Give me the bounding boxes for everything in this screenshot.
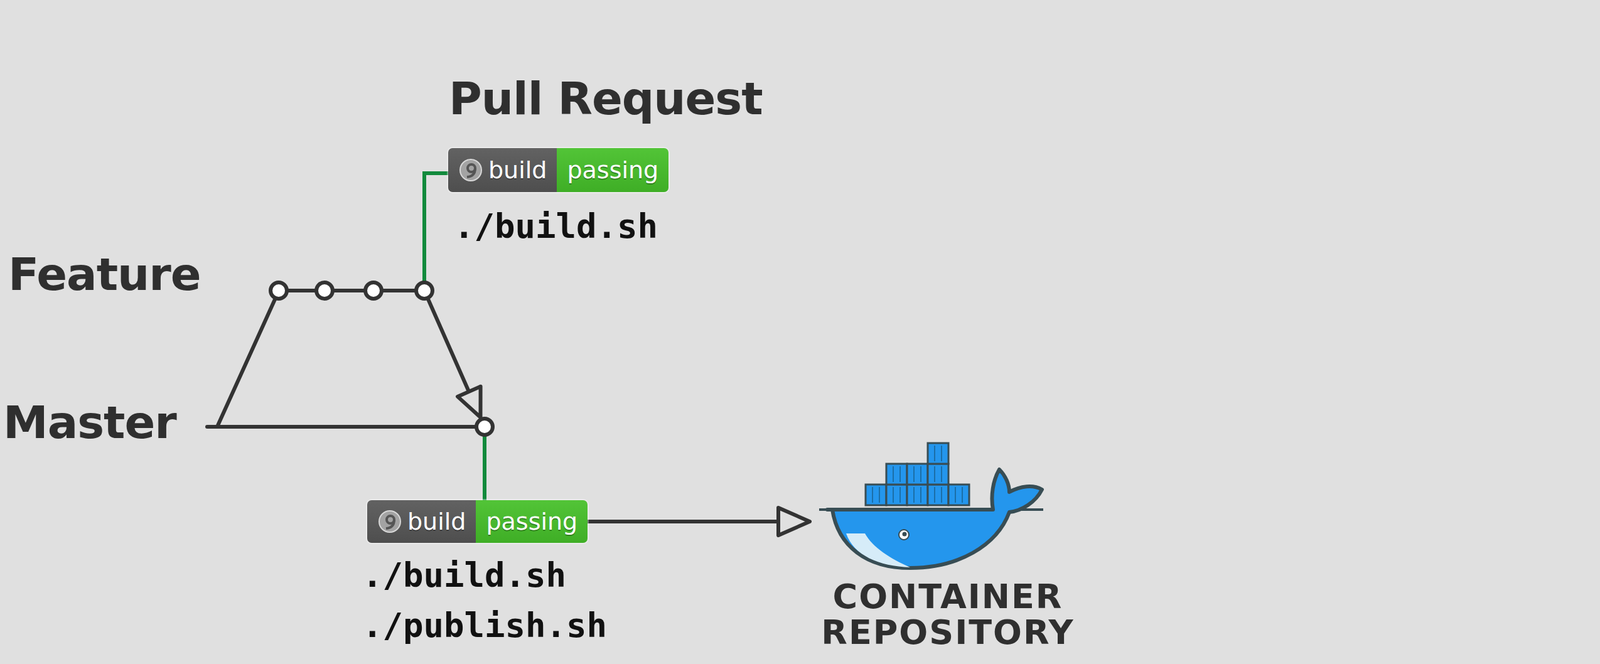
container [907,463,928,485]
commit-dot [270,282,287,299]
docker-whale [819,443,1044,569]
label-holder: ./build.sh [453,207,658,247]
badge-status: passing [566,158,659,183]
feature-branch-line [278,288,425,293]
build-badge: build passing [367,500,588,543]
merge-line [428,300,470,392]
arrow-head [778,507,810,536]
commit-dot [365,282,382,299]
badge-label-segment: build [367,500,476,543]
script-name: ./build.sh [453,206,658,247]
rib-lines [872,445,963,503]
merge-arrow-head [457,386,481,418]
ci-icon-disc [379,510,401,533]
ci-trigger-line [482,435,487,501]
branch-name: Master [3,396,177,449]
badge-label: build [407,509,466,534]
branch-name: Feature [8,247,201,301]
ci-icon-disc [460,159,482,181]
label-holder: ./build.sh [362,556,567,596]
label-holder: Feature [8,249,201,300]
commit-dot [416,282,433,299]
ci-icon-mark [386,519,395,529]
script-name: ./publish.sh [362,605,607,646]
label-holder: Pull Request [448,74,763,124]
connector-line [587,519,779,524]
container [948,484,970,506]
branch-line [217,299,275,427]
badge-status: passing [485,509,578,534]
script-name: ./build.sh [362,555,567,596]
container [927,443,949,464]
label-holder: Master [3,397,177,448]
whale-pupil [902,532,908,537]
container [927,484,949,506]
badge-label: build [488,158,547,183]
build-badge: build passing [448,148,669,193]
ci-icon-mark [467,168,476,178]
container [865,484,887,506]
badge-status-segment: passing [475,500,588,543]
container-repository: CONTAINER REPOSITORY [809,439,1086,651]
ci-icon [377,509,403,535]
container [886,484,908,506]
badge-label-segment: build [448,148,557,193]
container [907,484,928,506]
connector-arrow [587,507,810,536]
ci-icon [458,157,484,183]
container-ribs [872,445,963,503]
containers [865,443,970,506]
ci-trigger-line [424,173,449,282]
container [927,463,949,485]
whale-eye [898,529,909,540]
master-branch-line [207,424,476,429]
commit-dot [316,282,333,299]
commit-dot [476,418,493,435]
stage-heading: Pull Request [448,72,763,125]
badge-status-segment: passing [556,148,669,193]
node-title: CONTAINER REPOSITORY [809,578,1086,651]
label-holder: ./publish.sh [362,606,607,646]
container [886,463,908,485]
